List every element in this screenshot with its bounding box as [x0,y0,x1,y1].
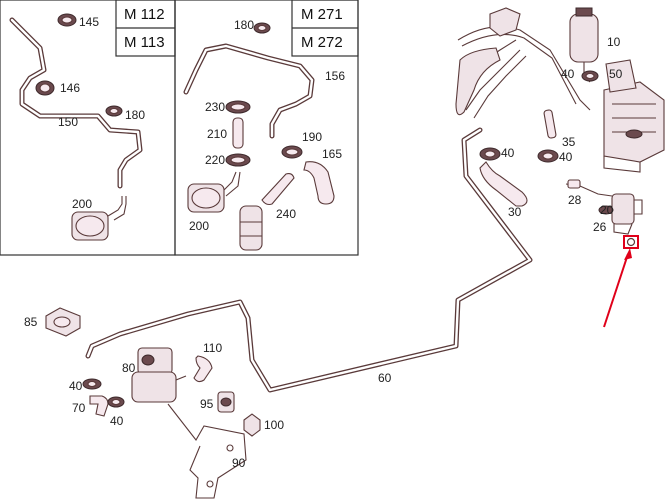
label-50: 50 [609,67,623,81]
highlighted-part[interactable] [603,235,639,328]
clamp-220[interactable] [225,153,251,167]
highlight-arrow-head [624,248,632,260]
label-85: 85 [24,315,38,329]
inset-m112-m113: M 112 M 113 145 146 150 180 [0,0,176,256]
clamp-180-right[interactable] [253,22,271,34]
label-145: 145 [79,15,99,29]
pipe-60[interactable] [85,127,533,393]
clip-85[interactable] [45,307,81,337]
hose-70[interactable] [89,395,109,417]
label-40-mid-right: 40 [559,150,573,164]
label-100: 100 [264,418,284,432]
clamp-146[interactable] [35,80,55,96]
model-label-m113: M 113 [124,34,165,51]
label-20: 20 [600,203,614,217]
engine-assembly: 10 40 50 35 40 40 30 28 26 20 [455,7,665,235]
label-230: 230 [205,100,225,114]
label-200-left: 200 [72,197,92,211]
inset-m271-m272: M 271 M 272 [174,0,359,256]
label-110: 110 [203,341,222,355]
label-90: 90 [232,456,246,470]
label-150: 150 [58,115,78,129]
lower-assembly: 85 80 110 95 100 40 70 40 90 [24,307,284,499]
label-180-left: 180 [125,108,145,122]
label-40-top: 40 [561,67,575,81]
filter-cylinder[interactable] [239,205,263,251]
label-10: 10 [607,35,621,49]
hose-30[interactable] [479,161,528,207]
label-200-right: 200 [189,219,209,233]
clamp-190[interactable] [281,145,303,159]
label-40-mid-left: 40 [501,146,515,160]
label-80: 80 [122,361,136,375]
air-valve-80[interactable] [131,347,187,403]
label-156: 156 [325,69,345,83]
hose-110[interactable] [193,355,213,383]
label-95: 95 [200,397,214,411]
label-28: 28 [568,193,582,207]
pipe-156[interactable] [183,43,315,139]
nut-100[interactable] [243,413,261,437]
sensor-28[interactable] [565,179,613,197]
highlight-arrow [603,253,629,328]
label-220: 220 [205,153,225,167]
label-210: 210 [207,127,227,141]
air-pump-200-left[interactable] [71,196,127,241]
hose-165[interactable] [303,161,335,205]
clamp-230[interactable] [225,100,251,114]
model-label-m272: M 272 [301,34,343,51]
tube-35[interactable] [543,109,557,139]
bracket-95[interactable] [217,391,235,413]
label-35: 35 [562,135,576,149]
model-label-m271: M 271 [301,6,343,23]
clamp-40-lower-mid[interactable] [107,396,125,408]
model-label-m112: M 112 [124,6,165,23]
canister-assembly[interactable] [603,59,665,173]
clamp-40-mid-right[interactable] [537,149,559,163]
label-30: 30 [508,205,522,219]
bracket-90[interactable] [167,403,247,499]
clamp-145[interactable] [57,13,77,27]
wiring-loom[interactable] [455,7,591,119]
valve-body[interactable] [611,193,643,235]
label-146: 146 [60,81,80,95]
label-190: 190 [302,130,322,144]
clamp-40-top[interactable] [581,70,599,82]
pipe-150[interactable] [9,17,143,189]
label-40-lower-mid: 40 [110,414,124,428]
clamp-180-left[interactable] [105,105,123,117]
clamp-40-mid-left[interactable] [479,147,501,161]
clamp-40-lower-left[interactable] [82,378,102,390]
clamp-20[interactable] [598,205,614,215]
highlight-box [623,235,639,249]
label-60: 60 [378,371,392,385]
label-180-right: 180 [234,18,254,32]
label-240: 240 [276,207,296,221]
component-10[interactable] [569,7,599,83]
label-165: 165 [322,147,342,161]
hose-210[interactable] [232,117,244,149]
inset-right-frame [174,0,359,256]
label-40-lower-left: 40 [69,379,83,393]
hose-240[interactable] [261,172,295,206]
air-pump-200-right[interactable] [187,171,241,213]
label-26: 26 [593,220,607,234]
label-70: 70 [72,401,86,415]
